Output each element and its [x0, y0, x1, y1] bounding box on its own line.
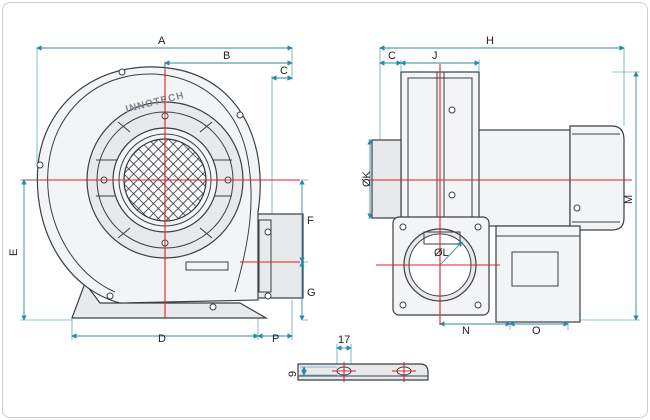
dim-label-J: J [432, 50, 438, 62]
dim-label-O: O [532, 325, 541, 337]
dim-label-L: ØL [434, 247, 449, 259]
dim-label-P: P [272, 333, 279, 345]
dim-label-A: A [158, 35, 166, 47]
side-view: C J H ØK ØL M N O [361, 35, 640, 337]
dim-label-C-front: C [280, 65, 288, 77]
flange-bolts [399, 106, 482, 309]
front-outlet-duct [254, 213, 304, 299]
dim-label-N: N [462, 325, 470, 337]
dim-label-M: M [623, 195, 635, 204]
dim-label-F: F [307, 215, 314, 227]
motor-end-cap [569, 125, 625, 231]
dim-label-C-side: C [388, 50, 396, 62]
dim-label-slot-height: 9 [287, 371, 299, 377]
dim-label-slot-width: 17 [338, 334, 350, 346]
foot-detail: 17 9 [287, 334, 429, 382]
dim-label-G: G [307, 287, 316, 299]
dim-label-D: D [158, 333, 166, 345]
dim-label-E: E [8, 249, 20, 256]
motor-body [477, 129, 571, 227]
junction-box [495, 225, 581, 323]
dim-label-H: H [486, 35, 494, 47]
front-view: INNOTECH A B C [8, 35, 316, 345]
front-base-foot [71, 281, 269, 319]
side-inlet-stub [371, 139, 402, 219]
dim-label-K: ØK [361, 170, 373, 187]
dim-label-B: B [223, 50, 230, 62]
